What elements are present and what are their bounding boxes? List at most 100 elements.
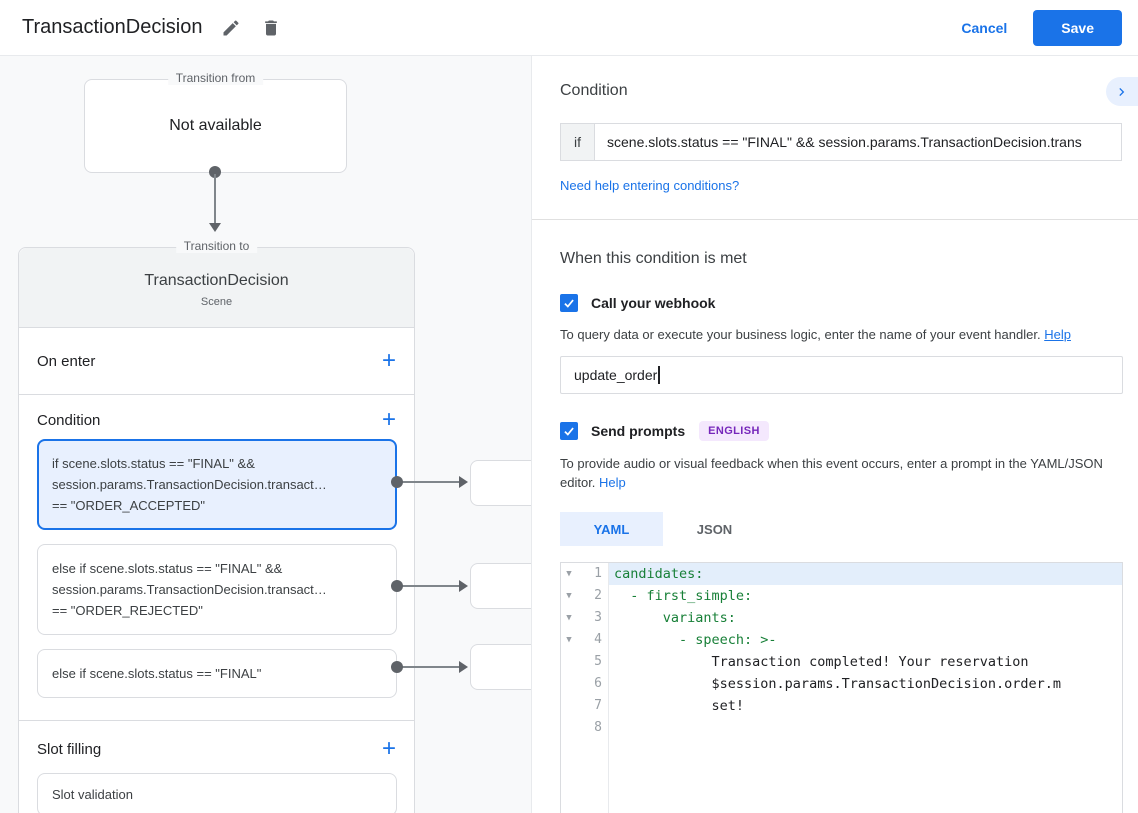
condition-panel-title: Condition [560,82,628,99]
flow-connector-dot [209,166,221,178]
condition-text-line: session.params.TransactionDecision.trans… [52,582,327,597]
editor-format-tabs: YAML JSON [560,512,1122,546]
collapse-panel-button[interactable] [1106,77,1138,106]
editor-line-2[interactable]: ▼2 - first_simple: [561,585,1122,607]
editor-line-3[interactable]: ▼ 3 variants: [561,607,1122,629]
scene-name: TransactionDecision [144,272,289,289]
editor-line-5[interactable]: 5 Transaction completed! Your reservatio… [561,651,1122,673]
on-enter-section: On enter + [19,328,414,394]
condition-2-connector [397,585,461,587]
condition-2-arrow-icon [459,580,468,592]
text-cursor [658,366,660,384]
condition-expression-row: if scene.slots.status == "FINAL" && sess… [560,123,1122,161]
section-divider [19,720,414,721]
code-text[interactable]: $session.params.TransactionDecision.orde… [614,676,1062,692]
condition-text-line: session.params.TransactionDecision.trans… [52,477,327,492]
transition-from-label: Transition from [167,71,264,85]
language-badge: ENGLISH [699,421,769,441]
code-text[interactable]: set! [614,698,745,714]
prompts-help-link[interactable]: Help [599,475,626,490]
prompts-description: To provide audio or visual feedback when… [560,454,1120,492]
condition-3-arrow-icon [459,661,468,673]
scene-card-header[interactable]: TransactionDecision Scene [19,248,414,328]
line-number: 6 [594,676,602,691]
fold-toggle-icon[interactable]: ▼ [566,569,572,579]
transition-to-label: Transition to [175,239,258,253]
condition-1-port-dot[interactable] [391,476,403,488]
condition-card-accepted[interactable]: if scene.slots.status == "FINAL" && sess… [37,439,397,530]
condition-card-rejected[interactable]: else if scene.slots.status == "FINAL" &&… [37,544,397,635]
webhook-help-link[interactable]: Help [1044,327,1071,342]
condition-2-port-dot[interactable] [391,580,403,592]
condition-editor-section: Condition if scene.slots.status == "FINA… [532,56,1138,220]
when-met-section: When this condition is met Call your web… [532,220,1138,813]
webhook-description: To query data or execute your business l… [560,325,1120,344]
slot-validation-card[interactable]: Slot validation [37,773,397,813]
transition-from-box[interactable]: Transition from Not available [84,71,347,173]
cancel-button[interactable]: Cancel [961,19,1008,36]
when-met-title: When this condition is met [560,250,747,267]
condition-3-connector [397,666,461,668]
condition-3-port-dot[interactable] [391,661,403,673]
fold-toggle-icon[interactable]: ▼ [566,591,572,601]
condition-1-target-node[interactable] [470,460,531,506]
editor-line-7[interactable]: 7 set! [561,695,1122,717]
editor-line-8[interactable]: 8 [561,717,1122,739]
condition-section-label: Condition [37,411,101,429]
call-webhook-checkbox[interactable] [560,294,578,312]
condition-2-target-node[interactable] [470,563,531,609]
event-handler-value: update_order [574,367,658,383]
editor-line-1[interactable]: ▼1 candidates: [561,563,1122,585]
send-prompts-checkbox[interactable] [560,422,578,440]
add-condition-button[interactable]: + [381,406,396,433]
code-text[interactable]: - speech: >- [614,632,777,648]
tab-yaml[interactable]: YAML [560,512,663,546]
condition-1-arrow-icon [459,476,468,488]
code-text[interactable] [609,717,1122,739]
editor-gutter [561,563,609,813]
line-number: 7 [594,698,602,713]
flow-connector-line [214,174,216,224]
delete-scene-button[interactable] [260,17,282,39]
on-enter-label: On enter [37,352,96,370]
code-text[interactable]: candidates: [609,563,1122,585]
condition-3-target-node[interactable] [470,644,531,690]
line-number: 8 [594,720,602,735]
condition-text-line: else if scene.slots.status == "FINAL" [52,666,262,681]
chevron-right-icon [1114,84,1130,100]
code-text[interactable]: variants: [614,610,736,626]
slot-filling-label: Slot filling [37,740,102,758]
tab-json[interactable]: JSON [663,512,766,546]
trash-icon [261,18,281,38]
page-title: TransactionDecision [22,16,203,38]
condition-text-line: == "ORDER_REJECTED" [52,603,203,618]
webhook-row: Call your webhook [560,294,1122,312]
condition-card-final[interactable]: else if scene.slots.status == "FINAL" [37,649,397,698]
flow-canvas: Transition from Not available Transition… [0,56,531,813]
scene-card: Transition to TransactionDecision Scene … [18,239,415,813]
editor-line-4[interactable]: ▼ 4 - speech: >- [561,629,1122,651]
add-slot-button[interactable]: + [381,735,396,762]
condition-section: Condition + [19,395,414,439]
fold-toggle-icon[interactable]: ▼ [566,635,572,645]
fold-toggle-icon[interactable]: ▼ [566,613,572,623]
condition-detail-panel: Condition if scene.slots.status == "FINA… [531,56,1138,813]
event-handler-input[interactable]: update_order [560,356,1123,394]
code-text[interactable]: Transaction completed! Your reservation [614,654,1029,670]
condition-text-line: if scene.slots.status == "FINAL" && [52,456,255,471]
edit-title-button[interactable] [220,17,242,39]
line-number: 3 [594,610,602,625]
editor-line-6[interactable]: 6 $session.params.TransactionDecision.or… [561,673,1122,695]
condition-text-line: else if scene.slots.status == "FINAL" && [52,561,283,576]
top-bar: TransactionDecision Cancel Save [0,0,1138,56]
section-divider [19,394,414,395]
yaml-code-editor[interactable]: ▼1 candidates: ▼2 - first_simple: ▼ 3 var… [560,562,1123,813]
webhook-description-text: To query data or execute your business l… [560,327,1041,342]
condition-help-link[interactable]: Need help entering conditions? [560,178,740,193]
code-text[interactable]: - first_simple: [614,588,753,604]
condition-expression-input[interactable]: scene.slots.status == "FINAL" && session… [595,123,1122,161]
line-number: 4 [594,632,602,647]
save-button[interactable]: Save [1033,9,1122,46]
add-on-enter-button[interactable]: + [381,347,396,374]
flow-arrow-down-icon [209,223,221,232]
